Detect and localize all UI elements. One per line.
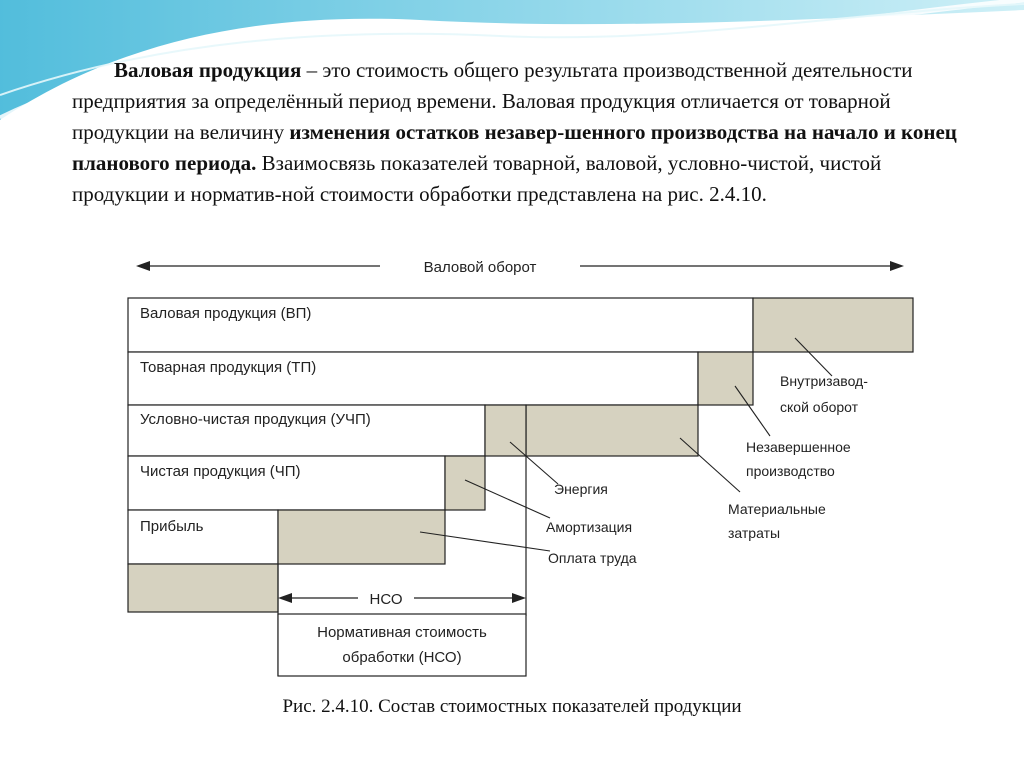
nso-arrow-label: НСО	[369, 591, 402, 608]
emphasis-wip-change: изменения остатков незавер-шенного произ…	[72, 120, 957, 175]
definition-text: – это стоимость общего результата произв…	[72, 58, 913, 144]
relation-text: Взаимосвязь показателей товарной, валово…	[72, 151, 882, 206]
nso-box-line2: обработки (НСО)	[342, 649, 461, 666]
arrow-head-left	[136, 261, 150, 271]
nso-box-line1: Нормативная стоимость	[317, 624, 487, 641]
figure-caption: Рис. 2.4.10. Состав стоимостных показате…	[282, 696, 742, 717]
annotation-wip-2: производство	[746, 463, 835, 479]
row-label-net-output: Чистая продукция (ЧП)	[140, 463, 301, 480]
annotation-wip-1: Незавершенное	[746, 439, 851, 455]
segment-materials	[525, 404, 699, 457]
annotation-intra-plant-2: ской оборот	[780, 399, 859, 415]
gross-turnover-label: Валовой оборот	[424, 259, 537, 276]
product-value-diagram: Валовой оборот Валовая продукция (ВП) То…	[127, 252, 914, 677]
segment-wages	[277, 509, 446, 565]
row-label-gross-output: Валовая продукция (ВП)	[140, 305, 311, 322]
term-gross-output: Валовая продукция	[114, 58, 302, 82]
annotation-wages: Оплата труда	[548, 550, 637, 566]
row-commodity-output	[127, 351, 699, 406]
description-paragraph: Валовая продукция – это стоимость общего…	[72, 55, 972, 210]
annotation-materials-2: затраты	[728, 525, 780, 541]
segment-wip	[697, 351, 754, 406]
row-conditionally-net-output	[127, 404, 486, 457]
annotation-intra-plant-1: Внутризавод-	[780, 373, 868, 389]
segment-intra-plant-turnover	[752, 297, 914, 353]
annotation-amortization: Амортизация	[546, 519, 632, 535]
background-wave-decoration	[0, 0, 1024, 121]
annotation-materials-1: Материальные	[728, 501, 826, 517]
row-gross-output	[127, 297, 754, 353]
row-profit	[127, 509, 279, 565]
nso-box	[277, 613, 527, 677]
row-label-profit: Прибыль	[140, 518, 204, 535]
row-label-conditionally-net-output: Условно-чистая продукция (УЧП)	[140, 411, 371, 428]
annotation-energy: Энергия	[554, 481, 608, 497]
segment-energy	[484, 404, 527, 457]
segment-profit-share	[127, 563, 279, 613]
segment-amortization	[444, 455, 486, 511]
arrow-head-right	[890, 261, 904, 271]
row-label-commodity-output: Товарная продукция (ТП)	[140, 359, 316, 376]
